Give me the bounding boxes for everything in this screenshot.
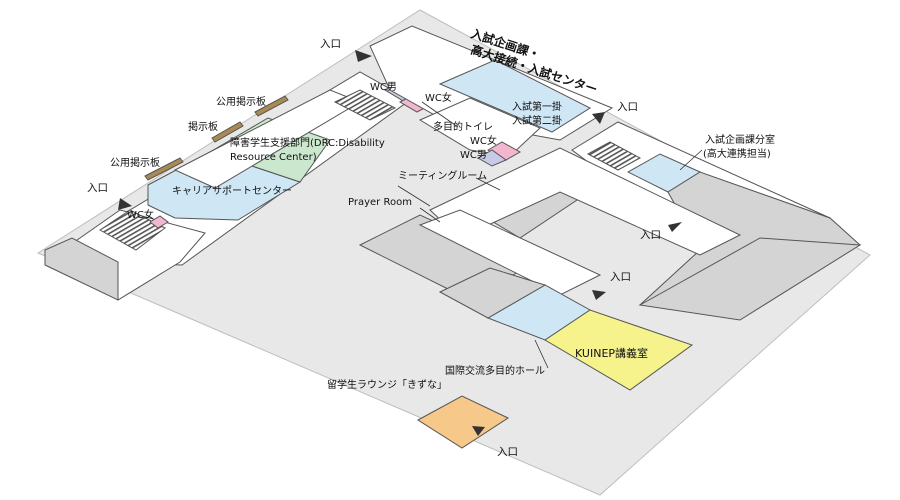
label-wc-male-top: WC男 xyxy=(370,81,397,93)
entrance-label-right-top: 入口 xyxy=(617,101,638,113)
label-wc-female-center: WC女 xyxy=(470,134,497,147)
entrance-front-arrow xyxy=(592,290,606,300)
public-board-1 xyxy=(254,95,289,117)
admissions-office-room xyxy=(438,59,592,133)
kuinep-room xyxy=(544,309,694,391)
label-career-center: キャリアサポートセンター xyxy=(172,185,292,197)
label-wc-female-left: WC女 xyxy=(127,208,154,221)
label-public-board-1: 公用掲示板 xyxy=(216,95,266,108)
label-drc-1: 障害学生支援部門(DRC:Disability xyxy=(230,136,385,149)
label-prayer-room: Prayer Room xyxy=(348,197,412,208)
wc-male-center-room xyxy=(476,149,508,167)
board xyxy=(211,121,244,143)
leader-lines xyxy=(397,101,703,369)
entrance-label-courtyard: 入口 xyxy=(640,229,661,241)
right-lower-gray xyxy=(638,237,862,321)
label-meeting-room: ミーティングルーム xyxy=(398,169,487,182)
label-multipurpose-toilet: 多目的トイレ xyxy=(433,120,493,133)
entrance-left-arrow xyxy=(118,198,132,210)
left-room-gray xyxy=(44,237,119,301)
right-stairs xyxy=(586,141,642,171)
entrance-label-lounge: 入口 xyxy=(497,446,518,458)
entrance-label-top: 入口 xyxy=(320,38,341,50)
entrance-label-front: 入口 xyxy=(610,271,631,283)
center-stairs xyxy=(333,89,397,121)
entrance-top-arrow xyxy=(355,50,372,62)
entrance-lounge-arrow xyxy=(472,426,485,436)
entrance-label-left: 入口 xyxy=(87,182,108,194)
lounge-room xyxy=(417,395,510,449)
label-admissions-2: 入試第二掛 xyxy=(512,114,562,127)
label-wc-male-center: WC男 xyxy=(460,149,487,161)
label-board: 掲示板 xyxy=(188,120,218,133)
entrance-arrows xyxy=(118,50,682,436)
label-admissions-1: 入試第一掛 xyxy=(512,100,562,113)
wc-female-left-room xyxy=(149,215,169,229)
label-lounge: 留学生ラウンジ「きずな」 xyxy=(327,378,447,391)
entrance-right-top-arrow xyxy=(592,112,605,124)
lower-gray-rooms-2 xyxy=(438,267,547,319)
center-block xyxy=(418,97,541,157)
label-drc-2: Resource Center) xyxy=(230,152,317,163)
public-board-2 xyxy=(144,157,184,181)
label-admissions-branch: 入試企画課分室 xyxy=(705,133,775,146)
lower-corridor xyxy=(418,209,602,296)
label-wc-female-top: WC女 xyxy=(425,91,452,104)
label-kuinep-room: KUINEP講義室 xyxy=(575,346,648,360)
entrance-courtyard-arrow xyxy=(668,222,682,232)
label-intl-hall: 国際交流多目的ホール xyxy=(445,364,545,377)
label-public-board-2: 公用掲示板 xyxy=(110,156,160,169)
label-admissions-branch-sub: (高大連携担当) xyxy=(703,147,771,160)
left-stairs xyxy=(99,209,166,251)
